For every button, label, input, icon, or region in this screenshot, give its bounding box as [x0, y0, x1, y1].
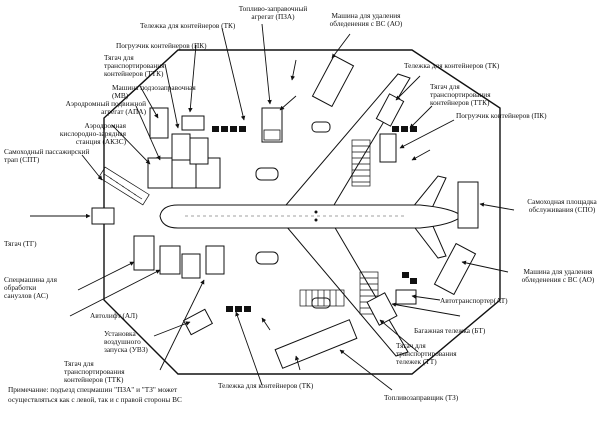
label-service-platform: Самоходная площадка обслуживания (СПО): [527, 197, 597, 215]
label-container-cart-top-left: Тележка для контейнеров (ТК): [140, 21, 236, 30]
label-fuel-unit: Топливо-заправочный агрегат (ПЗА): [238, 4, 308, 22]
label-airfield-power-unit: Аэродромный подвижной агрегат (АПА): [65, 99, 146, 117]
label-autolift: Автолифт (АЛ): [90, 311, 138, 320]
footnote: Примечание: подъезд спецмашин "ПЗА" и "Т…: [8, 385, 308, 404]
footnote-line-2: осуществляться как с левой, так и с прав…: [8, 394, 182, 404]
ground-vehicles: [91, 54, 479, 369]
label-tug: Тягач (ТГ): [4, 239, 37, 248]
label-auto-transporter: Автотранспортер(АТ): [440, 296, 508, 305]
footnote-line-1: Примечание: подъезд спецмашин "ПЗА" и "Т…: [8, 385, 178, 394]
label-oxygen-station: Аэродромная кислородно-зарядная станция …: [59, 121, 126, 147]
label-cart-tug: Тягач для транспортирования тележек (ТТ): [396, 341, 457, 367]
label-container-loader-left: Погрузчик контейнеров (ПК): [116, 41, 207, 50]
pointer-arrows: [30, 23, 515, 391]
aircraft: [159, 73, 463, 357]
label-deicing-right: Машина для удаления обледенения с ВС (АО…: [521, 267, 595, 285]
boarding-ramps: [98, 139, 379, 315]
label-sewage-truck: Спецмашина для обработки санузлов (АС): [4, 275, 57, 301]
label-passenger-stairs: Самоходный пассажирский трап (СПТ): [4, 147, 90, 165]
label-baggage-cart: Багажная тележка (БТ): [414, 326, 486, 335]
label-container-cart-bottom: Тележка для контейнеров (ТК): [218, 381, 314, 390]
service-area-boundary: [103, 49, 501, 375]
label-air-start-unit: Установка воздушного запуска (УВЗ): [104, 329, 148, 355]
label-container-cart-right: Тележка для контейнеров (ТК): [404, 61, 500, 70]
label-container-loader-right: Погрузчик контейнеров (ПК): [456, 111, 547, 120]
label-container-tug-right: Тягач для транспортирования контейнеров …: [430, 82, 491, 108]
label-container-tug-bottom-left: Тягач для транспортирования контейнеров …: [64, 359, 125, 385]
label-container-tug-left: Тягач для транспортирования контейнеров …: [104, 53, 165, 79]
label-deicing-top: Машина для удаления обледенения с ВС (АО…: [329, 11, 403, 29]
label-fuel-tanker: Топливозаправщик (ТЗ): [384, 393, 459, 402]
label-water-truck: Машина подзозаправочная (МВ): [112, 83, 196, 101]
